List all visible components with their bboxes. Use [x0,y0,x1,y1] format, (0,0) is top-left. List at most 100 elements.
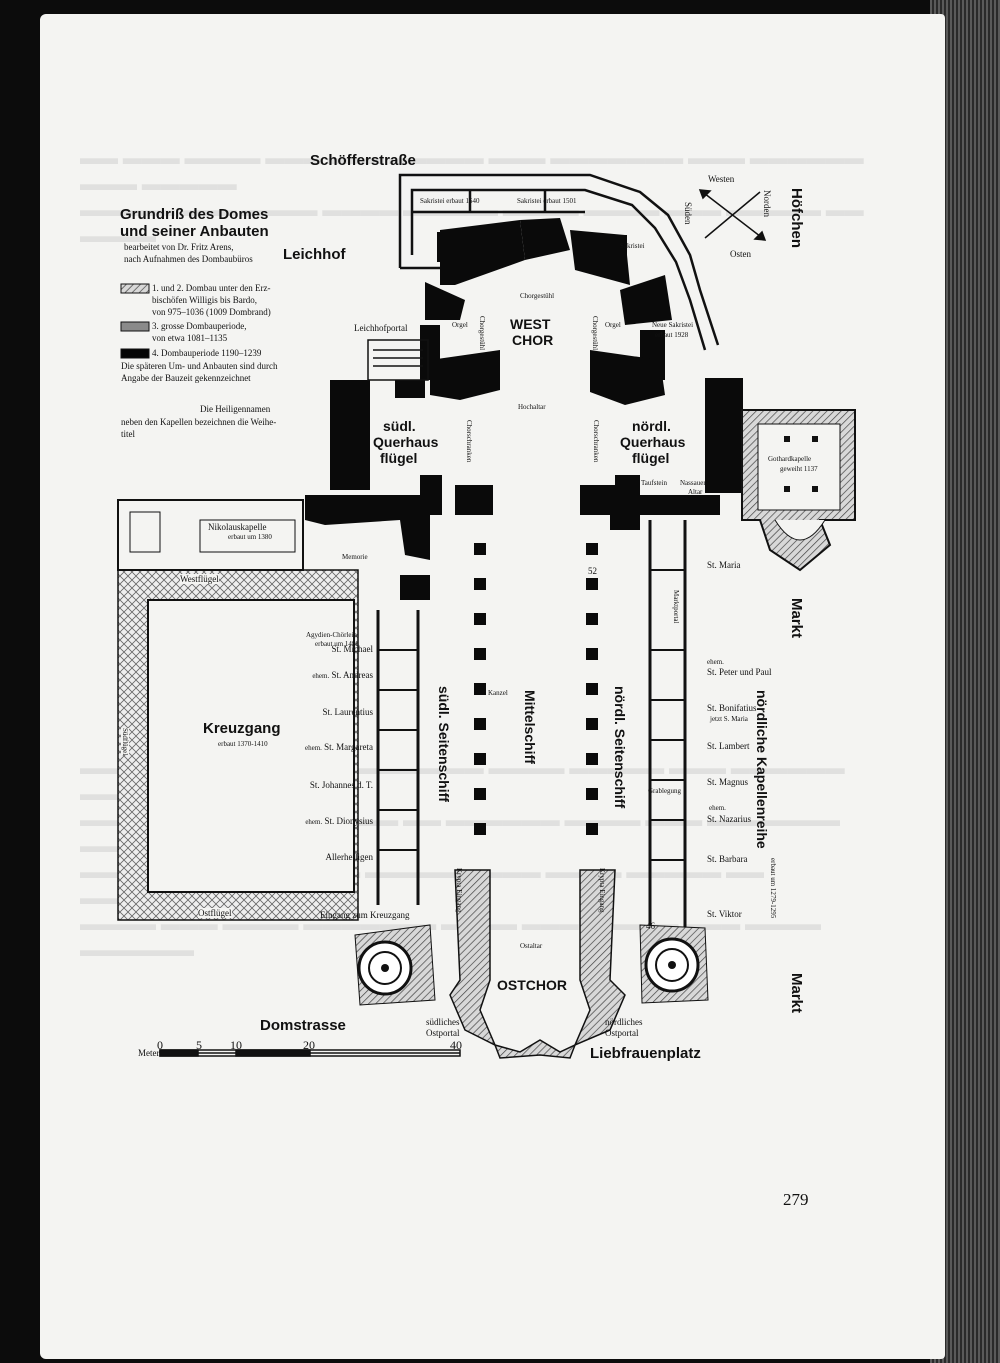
aisle-walls [376,520,687,930]
cloister-date: erbaut 1370-1410 [218,740,268,748]
chapel-south-7-name: Allerheiligen [325,852,373,862]
nikolaus-chapel-label-1: Nikolauskapelle [208,522,267,532]
chapel-south-7: Allerheiligen [300,852,373,862]
compass-north-label: Norden [762,190,772,217]
compass-south-label: Süden [683,202,693,225]
chapel-south-2-name: St. Andreas [331,670,374,680]
choir-screen-south: Chorschranken [465,420,473,463]
crypt-entrance-south: Krypta Eingang [455,868,463,913]
agydien-label-2: erbaut um 1488 [315,640,359,648]
chapel-south-1-name: St. Michael [331,644,374,654]
chapel-south-3: St. Laurentius [298,707,374,717]
legend-item-3-line1: 4. Dombauperiode 1190–1239 [152,348,262,358]
organ-south-label: Orgel [452,321,468,329]
south-east-portal-label-1: südliches [426,1017,460,1027]
baptismal-font-label: Taufstein [641,479,667,487]
chapel-south-6-name: St. Dionysius [324,816,373,826]
south-east-portal-label-2: Ostportal [426,1028,460,1038]
chapel-north-2-prefix-line: ehem. [707,656,724,666]
chapel-south-2: ehem. St. Andreas [298,670,373,680]
nave-label: Mittelschiff [522,690,538,764]
legend-item-1-line1: 1. und 2. Dombau unter den Erz- [152,283,271,293]
legend-note1-line2: Angabe der Bauzeit gekennzeichnet [121,373,251,383]
street-hoefchen: Höfchen [788,188,805,248]
sacristy-enclosure [398,173,720,351]
new-sacristy-label-1: Neue Sakristei [652,321,694,329]
chapel-south-4-prefix: ehem. [305,744,322,752]
transept-outline [367,339,429,381]
legend-title-line2: und seiner Anbauten [120,223,269,240]
street-markt-lower: Markt [788,973,805,1014]
legend-note2-line1: Die Heiligennamen [200,404,271,414]
street-schoefferstrasse: Schöfferstraße [310,152,416,169]
chapel-north-6-name: St. Nazarius [707,814,751,824]
organ-north-label: Orgel [605,321,621,329]
north-east-portal-label-2: Ostportal [605,1028,639,1038]
chapel-north-6-prefix: ehem. [709,804,726,812]
new-sacristy-label-2: erbaut 1928 [655,331,689,339]
chapel-south-5-name: St. Johannes d. T. [309,780,373,790]
scale-tick-40: 40 [450,1038,462,1052]
chapel-south-6-prefix: ehem. [305,818,323,826]
cloister-entrance-label: Eingang zum Kreuzgang [320,910,410,920]
chapel-north-2-prefix: ehem. [707,658,724,666]
gothard-chapel [741,409,856,572]
chapel-south-4: ehem. St. Margareta [288,742,373,752]
scale-tick-0: 0 [157,1038,163,1052]
chapel-south-4-name: St. Margareta [324,742,373,752]
chapel-north-7: St. Barbara [707,854,748,864]
nassau-altar-label-1: Nassauer [680,479,706,487]
pulpit-label: Kanzel [488,689,508,697]
gothard-chapel-label-1: Gothardkapelle [768,455,812,463]
page-number: 279 [783,1190,809,1209]
chapel-north-4-name: St. Lambert [707,741,750,751]
south-east-tower [354,924,436,1006]
scale-tick-20: 20 [303,1038,315,1052]
scale-label: Meter [138,1048,160,1058]
compass-west-label: Westen [708,174,735,184]
legend-swatch-1 [120,283,150,294]
nave-pillars-south [474,543,486,835]
south-transept-label-2: Querhaus [373,434,439,450]
scale-tick-10: 10 [230,1038,242,1052]
west-choir-label-2: CHOR [512,332,554,348]
north-chapel-row-label: nördliche Kapellenreihe [754,690,770,849]
north-aisle-label: nördl. Seitenschiff [612,686,628,809]
chapel-north-8: St. Viktor [707,909,742,919]
south-transept-label-1: südl. [383,418,416,434]
west-choir-label-1: WEST [510,316,551,332]
legend-swatch-2 [120,321,150,332]
chapel-north-3: St. Bonifatius [707,703,757,713]
legend-item-1-line2: bischöfen Willigis bis Bardo, [152,295,257,305]
chapel-north-3-name: St. Bonifatius [707,703,757,713]
choir-stalls-label: Chorgestühl [520,292,555,300]
scale-bar [159,1049,461,1057]
south-transept-label-3: flügel [380,450,418,466]
legend-credit-line2: nach Aufnahmen des Dombaubüros [124,254,253,264]
chapel-north-1: St. Maria [707,560,741,570]
north-chapel-row-date: erbaut um 1279-1295 [769,858,777,919]
chapel-north-6: St. Nazarius [707,814,751,824]
pillar-52-label: 52 [588,566,597,576]
cloister [117,499,359,921]
street-markt-upper: Markt [788,598,805,639]
chapel-south-5: St. Johannes d. T. [283,780,373,790]
chapel-north-1-name: St. Maria [707,560,741,570]
legend-note2-line2: neben den Kapellen bezeichnen die Weihe- [121,417,277,427]
street-liebfrauenplatz: Liebfrauenplatz [590,1045,701,1062]
chapel-north-4: St. Lambert [707,741,750,751]
legend-item-2-line1: 3. grosse Dombauperiode, [152,321,247,331]
sacristy-1501-label: Sakristei erbaut 1501 [517,197,577,205]
entombment-label: Grablegung [648,787,682,795]
legend-title-line1: Grundriß des Domes [120,206,269,223]
pillar-46-label: 46 [646,921,655,931]
street-leichhof: Leichhof [283,246,346,263]
leichhof-portal-label: Leichhofportal [354,323,408,333]
east-wing-label: Ostflügel [198,908,232,918]
high-altar-label: Hochaltar [518,403,546,411]
north-transept-label-1: nördl. [632,418,671,434]
north-transept-label-3: flügel [632,450,670,466]
nave-pillars-north [586,543,598,835]
chapel-north-3-suffix: jetzt S. Maria [710,715,748,723]
chapel-south-1: St. Michael [318,644,374,654]
